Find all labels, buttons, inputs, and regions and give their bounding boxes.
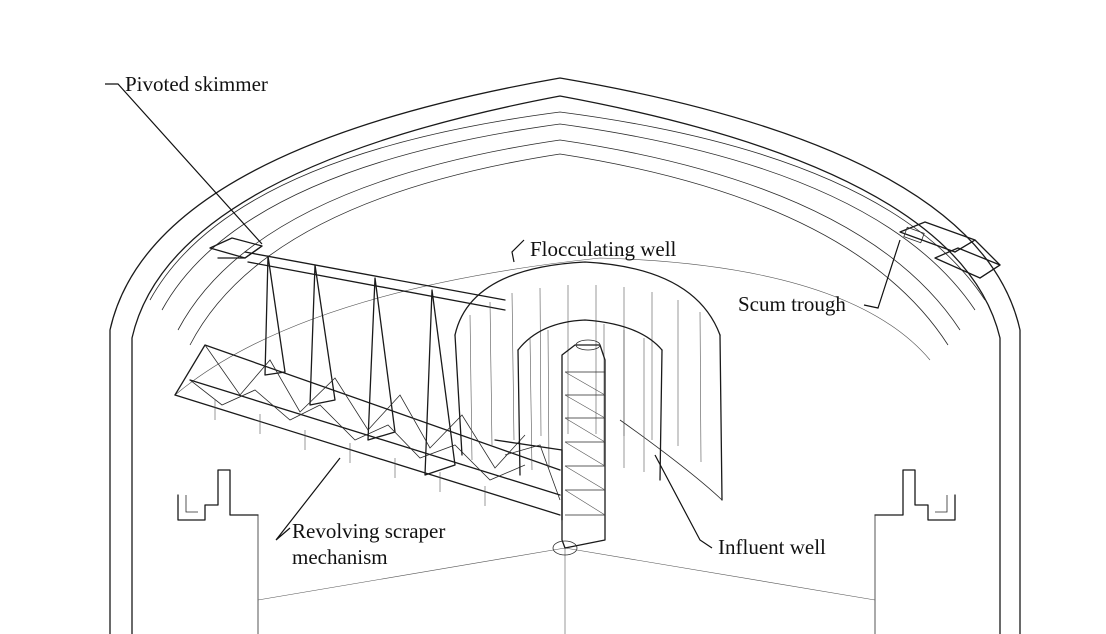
scraper-hangers	[264, 255, 456, 476]
label-flocculating-well: Flocculating well	[511, 237, 677, 263]
revolving-scraper-label-line2: mechanism	[292, 545, 388, 569]
revolving-scraper-label-line1: Revolving scraper	[292, 519, 445, 543]
influent-well-label: Influent well	[718, 535, 826, 559]
tank-wall-section-right	[874, 469, 956, 521]
flocculating-well-label: Flocculating well	[530, 237, 677, 261]
flocculating-well	[454, 261, 723, 501]
label-pivoted-skimmer: Pivoted skimmer	[105, 72, 268, 245]
pivoted-skimmer	[209, 237, 263, 259]
tank-outer-wall	[109, 77, 1021, 634]
central-column	[552, 339, 606, 556]
label-scum-trough: Scum trough	[738, 239, 901, 316]
scum-trough	[899, 221, 1001, 279]
pivoted-skimmer-label: Pivoted skimmer	[125, 72, 268, 96]
scum-trough-label: Scum trough	[738, 292, 846, 316]
influent-well	[517, 319, 663, 481]
label-revolving-scraper: Revolving scraper mechanism	[275, 457, 445, 569]
scraper-truss	[174, 344, 561, 516]
label-influent-well: Influent well	[654, 454, 826, 559]
truss-center-joint	[494, 439, 563, 521]
tank-wall-section-left	[177, 469, 259, 521]
